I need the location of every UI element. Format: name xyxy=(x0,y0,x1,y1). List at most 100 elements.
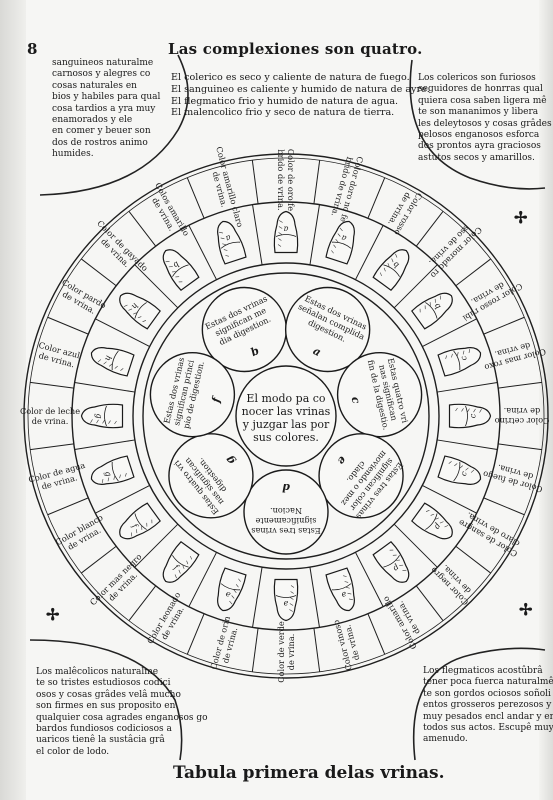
urine-flask: f xyxy=(162,541,200,583)
ring-label-text: de vrina. xyxy=(286,634,296,671)
urine-flask: h xyxy=(90,347,135,377)
flask-hatching xyxy=(136,529,138,534)
text-line: astutos secos y amarillos. xyxy=(418,152,535,163)
flask-liquid-line xyxy=(453,461,461,482)
label-divider xyxy=(313,160,321,204)
flask-hatching xyxy=(395,253,398,258)
flask-hatching xyxy=(223,249,228,251)
vessel-divider xyxy=(355,225,384,280)
complexion-line: El colerico es seco y caliente de natura… xyxy=(171,72,410,83)
ring-circle xyxy=(23,153,549,679)
vessel-divider xyxy=(422,318,477,347)
flask-hatching xyxy=(399,564,404,566)
urine-flask: g xyxy=(80,403,124,429)
label-divider xyxy=(81,258,117,287)
flask-hatching xyxy=(172,271,176,273)
ring-label-text: Color de leche xyxy=(20,406,80,416)
inner-circle-letter: f xyxy=(209,394,223,405)
inner-circle xyxy=(284,286,371,373)
vessel-divider xyxy=(188,225,217,280)
vessel-letter: c xyxy=(459,354,469,362)
center-circle-border xyxy=(235,365,337,467)
vessel-letter: h xyxy=(130,301,140,310)
flask-hatching xyxy=(455,407,458,412)
flask-hatching xyxy=(186,560,189,565)
text-line: enamorados y ele xyxy=(52,115,133,126)
vessel-letter: b xyxy=(171,260,180,270)
flask-body xyxy=(119,292,161,330)
flask-hatching xyxy=(131,532,133,537)
vessel-divider xyxy=(309,567,320,628)
flask-liquid-line xyxy=(331,583,352,591)
flask-hatching xyxy=(229,600,233,605)
label-divider xyxy=(251,628,259,672)
label-divider xyxy=(415,585,444,621)
text-line: dos prontos ayra graciosos xyxy=(418,141,541,152)
vessel-divider xyxy=(355,552,384,607)
inner-circle-line: significamente xyxy=(255,516,316,526)
label-divider xyxy=(128,585,157,621)
flask-hatching xyxy=(114,365,118,369)
flask-hatching xyxy=(125,473,127,477)
flask-hatching xyxy=(462,350,465,355)
ring-label-text: de vrina. xyxy=(32,416,69,426)
flask-liquid-line xyxy=(134,302,147,319)
flask-body xyxy=(162,541,200,583)
flask-hatching xyxy=(425,510,430,512)
label-divider xyxy=(455,545,491,574)
vessel-letter: b xyxy=(391,260,400,270)
text-line: Los malêcolicos naturalme xyxy=(36,667,159,677)
complexions-list: El colerico es seco y caliente de natura… xyxy=(171,72,430,119)
flask-body xyxy=(119,502,161,540)
vessel-letter: d xyxy=(391,562,400,572)
flask-body xyxy=(162,249,200,291)
text-line: humides. xyxy=(52,149,94,160)
urine-flask: a xyxy=(325,220,355,265)
vessel-divider xyxy=(74,439,135,450)
urine-flask: d xyxy=(411,502,453,540)
flask-liquid-line xyxy=(383,555,400,568)
flask-liquid-line xyxy=(383,264,400,277)
flask-hatching xyxy=(182,565,185,569)
inner-circle xyxy=(318,433,404,519)
inner-circle xyxy=(168,433,254,519)
vessel-letter: c xyxy=(469,413,478,418)
page-edge-right xyxy=(539,0,553,800)
complexion-line: El flegmatico frio y humido de natura de… xyxy=(171,95,399,107)
vessel-divider xyxy=(393,523,438,568)
flask-hatching xyxy=(220,237,225,240)
flask-hatching xyxy=(348,598,353,601)
flask-hatching xyxy=(479,409,482,413)
text-line: cosas naturales en xyxy=(52,80,137,91)
urine-flask: h xyxy=(119,292,161,330)
label-divider xyxy=(30,381,74,389)
flask-hatching xyxy=(444,525,449,528)
urine-flask: c xyxy=(448,403,492,429)
complexion-line: El sanguineo es caliente y humido de nat… xyxy=(171,83,430,95)
flask-hatching xyxy=(235,584,239,588)
flask-hatching xyxy=(174,574,177,579)
ring-label-text: Color cetrino xyxy=(495,416,550,426)
flask-liquid-line xyxy=(453,350,461,371)
flask-hatching xyxy=(383,267,386,272)
vessel-letter: h xyxy=(103,354,113,362)
flask-body xyxy=(372,541,410,583)
flask-liquid-line xyxy=(425,513,438,530)
flask-hatching xyxy=(278,238,282,241)
flask-hatching xyxy=(114,420,117,425)
urine-flask: a xyxy=(273,210,299,254)
urine-flask: c xyxy=(437,347,482,377)
flask-hatching xyxy=(190,555,192,560)
flask-hatching xyxy=(290,597,294,600)
fleuron-ornament: ✢ xyxy=(46,605,60,624)
vessel-letter: d xyxy=(432,521,442,530)
urine-flask: b xyxy=(162,249,200,291)
flask-hatching xyxy=(467,408,470,412)
text-line: son firmes en sus proposito en xyxy=(36,701,176,712)
